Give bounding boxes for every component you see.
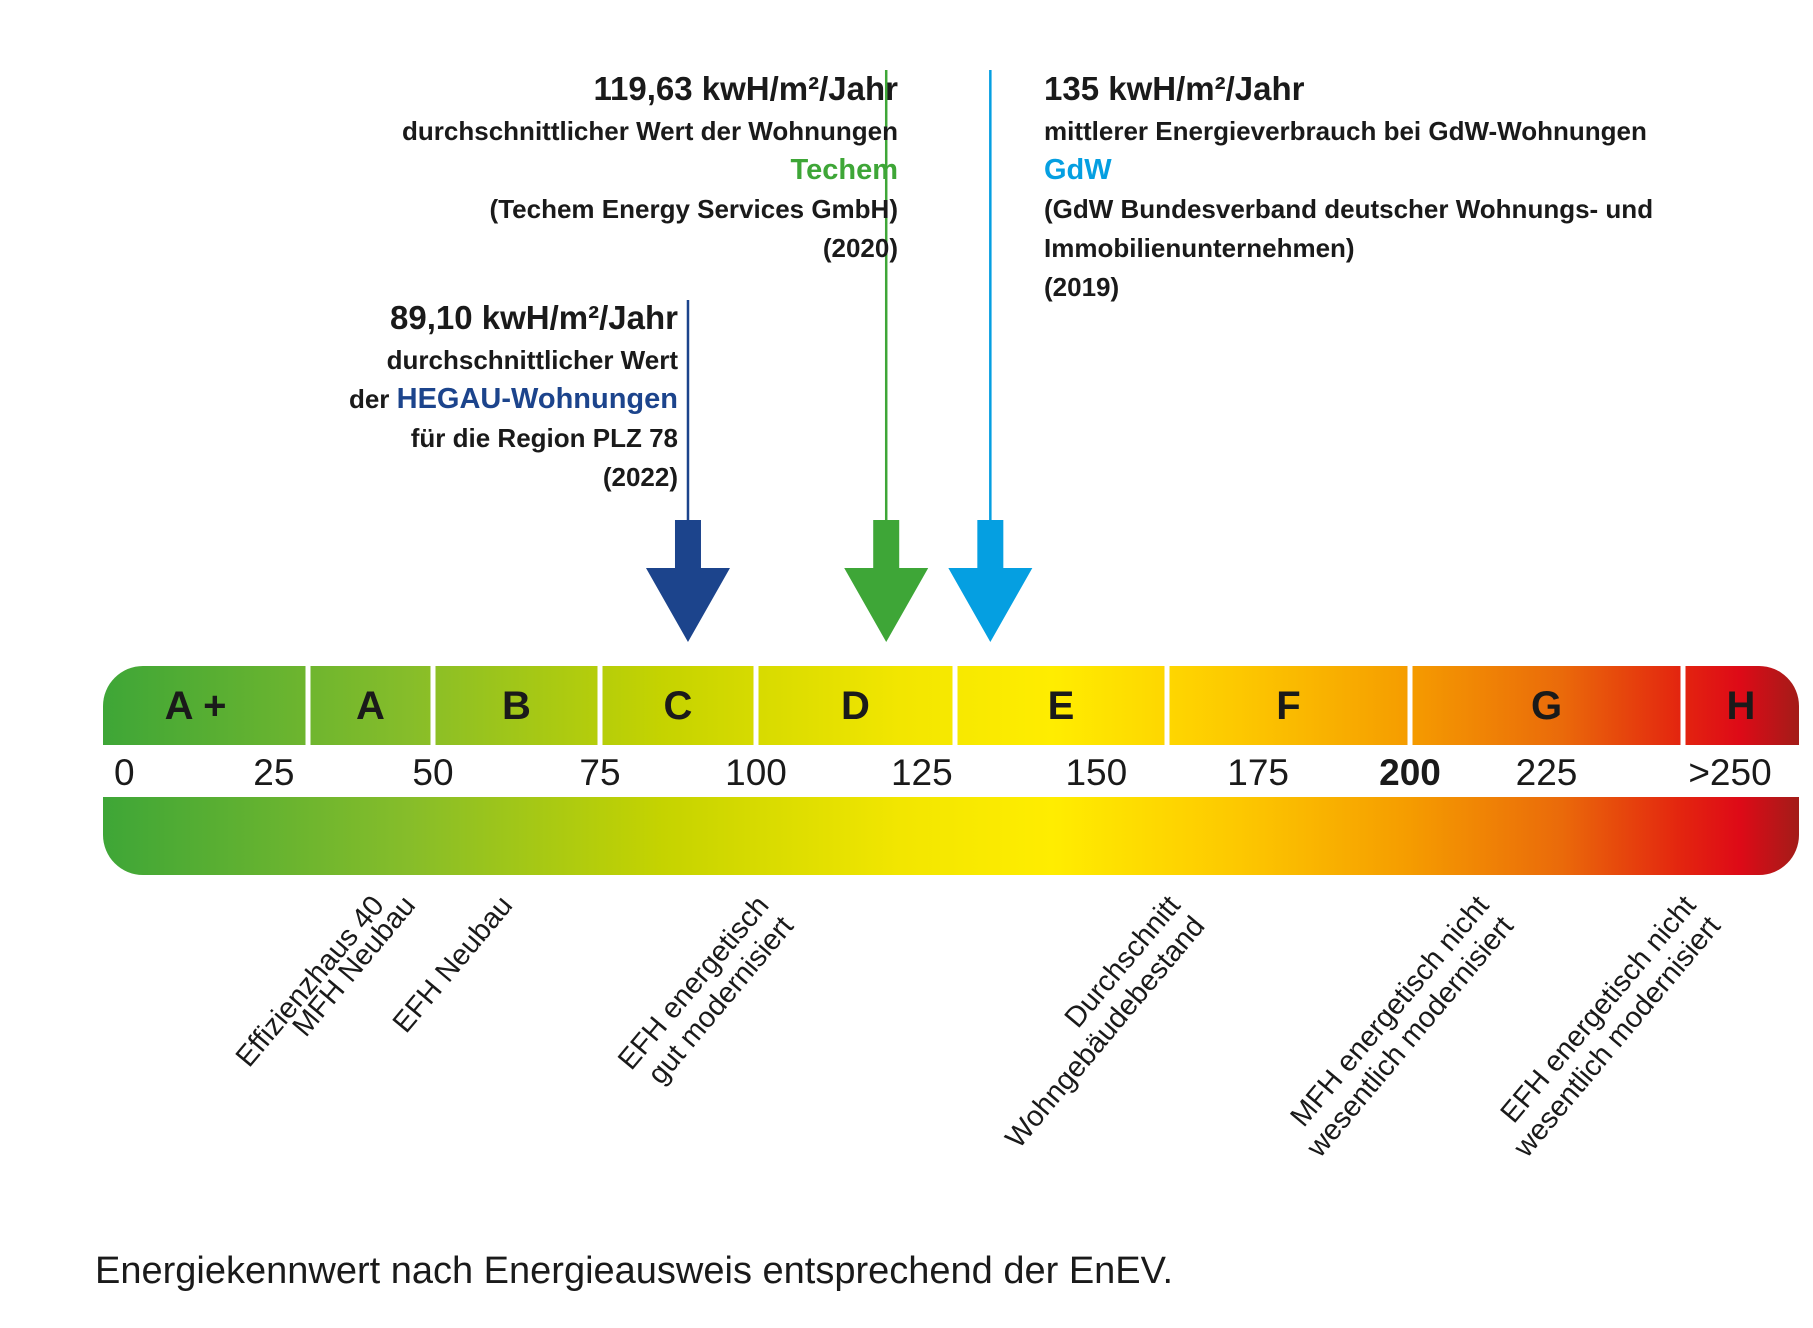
- class-label-f: F: [1276, 684, 1300, 728]
- marker-arrows: [645, 70, 1033, 642]
- class-separator: [952, 666, 958, 745]
- class-label-c: C: [664, 684, 693, 728]
- class-band: [103, 666, 1799, 745]
- class-separator: [305, 666, 311, 745]
- gradient-band: [103, 797, 1799, 875]
- marker-arrow: [645, 520, 730, 642]
- annotation-detail: (GdW Bundesverband deutscher Wohnungs- u…: [1044, 194, 1654, 224]
- marker-arrow: [948, 520, 1033, 642]
- annotation-source-line: der HEGAU-Wohnungen: [349, 380, 678, 419]
- annotation-line: mittlerer Energieverbrauch bei GdW-Wohnu…: [1044, 116, 1647, 146]
- annotation-detail: (2019): [1044, 272, 1120, 302]
- class-label-b: B: [502, 684, 531, 728]
- tick-label: 175: [1227, 752, 1289, 793]
- annotation-gdw: 135 kwH/m²/Jahr mittlerer Energieverbrau…: [1044, 66, 1653, 307]
- tick-label: 50: [412, 752, 453, 793]
- tick-label: 150: [1065, 752, 1127, 793]
- class-label-g: G: [1531, 684, 1562, 728]
- tick-label: 0: [114, 752, 135, 793]
- class-label-a-plus: A +: [165, 684, 227, 728]
- marker-arrow: [844, 520, 929, 642]
- class-label-e: E: [1048, 684, 1075, 728]
- annotation-detail: (Techem Energy Services GmbH): [489, 194, 898, 224]
- tick-label: >250: [1688, 752, 1771, 793]
- annotation-source: GdW: [1044, 154, 1112, 186]
- class-label-d: D: [841, 684, 870, 728]
- tick-label: 100: [725, 752, 787, 793]
- marker-techem: [844, 70, 929, 642]
- marker-hegau: [645, 300, 730, 642]
- class-separator: [1164, 666, 1170, 745]
- annotation-line: durchschnittlicher Wert der Wohnungen: [402, 116, 898, 146]
- tick-label: 25: [253, 752, 294, 793]
- figure-caption: Energiekennwert nach Energieausweis ents…: [95, 1250, 1174, 1292]
- annotation-detail: (2022): [602, 462, 678, 492]
- annotation-detail: (2020): [822, 233, 898, 263]
- class-separator: [1680, 666, 1686, 745]
- class-separator: [430, 666, 436, 745]
- annotation-hegau: 89,10 kwH/m²/Jahr durchschnittlicher Wer…: [349, 295, 678, 497]
- tick-label: 200: [1379, 752, 1441, 793]
- class-label-h: H: [1727, 684, 1756, 728]
- class-label-a: A: [356, 684, 385, 728]
- annotation-value: 119,63 kwH/m²/Jahr: [593, 70, 898, 107]
- class-separator: [597, 666, 603, 745]
- annotation-source: Techem: [790, 154, 898, 186]
- tick-label: 125: [891, 752, 953, 793]
- annotation-line: durchschnittlicher Wert: [386, 345, 678, 375]
- class-bar: A + A B C D E F G H: [103, 666, 1799, 875]
- annotation-detail: für die Region PLZ 78: [410, 423, 678, 453]
- tick-label: 225: [1516, 752, 1578, 793]
- tick-labels: 0 25 50 75 100 125 150 175 200 225 >250: [114, 752, 1772, 793]
- annotation-source-prefix: der: [348, 384, 397, 414]
- marker-gdw: [948, 70, 1033, 642]
- class-separator: [1407, 666, 1413, 745]
- tick-label: 75: [579, 752, 620, 793]
- annotation-source: HEGAU-Wohnungen: [396, 383, 678, 415]
- annotation-detail: Immobilienunternehmen): [1044, 233, 1355, 263]
- class-separator: [753, 666, 759, 745]
- annotation-value: 135 kwH/m²/Jahr: [1044, 70, 1305, 107]
- annotation-value: 89,10 kwH/m²/Jahr: [390, 299, 678, 336]
- annotation-techem: 119,63 kwH/m²/Jahr durchschnittlicher We…: [402, 66, 898, 268]
- tick-strip: [103, 745, 1799, 797]
